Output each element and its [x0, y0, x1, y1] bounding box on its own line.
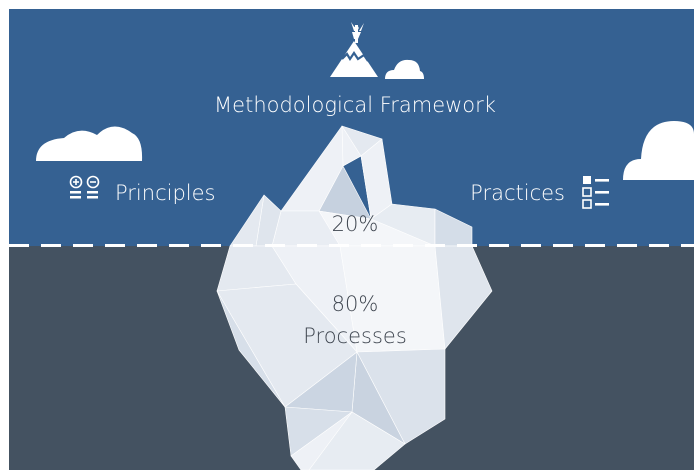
tip-percentage: 20% — [332, 212, 379, 236]
body-percentage: 80% — [332, 292, 379, 316]
cloud-icon — [36, 126, 143, 161]
principles-label: Principles — [115, 181, 215, 205]
diagram-title: Methodological Framework — [214, 93, 496, 117]
practices-label: Practices — [470, 181, 565, 205]
processes-label: Processes — [303, 324, 407, 348]
mountain-summit-flag-icon — [330, 22, 378, 77]
checklist-icon — [582, 176, 609, 209]
cloud-icon — [385, 59, 424, 79]
cloud-icon — [623, 121, 694, 180]
iceberg — [216, 125, 493, 470]
principles-plus-minus-icon — [69, 175, 100, 199]
iceberg-diagram: Methodological Framework Principles Prac… — [9, 9, 694, 470]
iceberg-illustration: Methodological Framework Principles Prac… — [9, 9, 694, 470]
